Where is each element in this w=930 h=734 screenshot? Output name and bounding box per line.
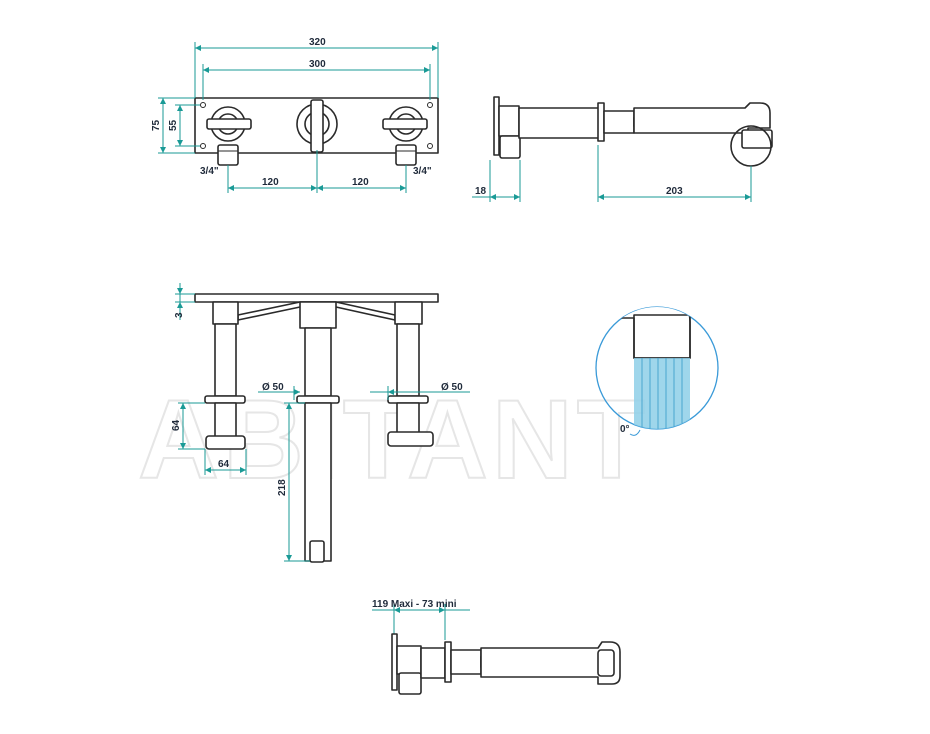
range-label: 119 Maxi - 73 mini	[372, 599, 457, 610]
detail-angle-label: 0°	[620, 424, 630, 435]
dim-spout-length: 203	[666, 186, 683, 197]
dim-handle-width: 64	[218, 459, 230, 470]
front-view: 320 300 75 55 3/4" 3/4" 120 120	[151, 37, 439, 193]
dim-plate-thickness: 3	[174, 312, 185, 318]
side-view: 18 203	[472, 96, 773, 202]
detail-view: 0°	[595, 306, 719, 436]
dim-handle-height: 64	[171, 419, 182, 431]
dim-height-overall: 75	[151, 119, 162, 131]
dim-spacing-left: 120	[262, 177, 279, 188]
inlet-right-label: 3/4"	[413, 166, 432, 177]
top-view: 3 Ø 50 Ø 50 64 64 218	[171, 283, 470, 563]
dim-width-overall: 320	[309, 37, 326, 48]
inlet-left-label: 3/4"	[200, 166, 219, 177]
dim-spacing-right: 120	[352, 177, 369, 188]
dim-diameter-right: Ø 50	[441, 382, 463, 393]
dim-plate-depth: 18	[475, 186, 487, 197]
dim-height-inner: 55	[168, 119, 179, 131]
bottom-view: 119 Maxi - 73 mini	[372, 599, 621, 695]
dim-width-inner: 300	[309, 59, 326, 70]
dim-spout-projection: 218	[277, 479, 288, 496]
dim-diameter-left: Ø 50	[262, 382, 284, 393]
